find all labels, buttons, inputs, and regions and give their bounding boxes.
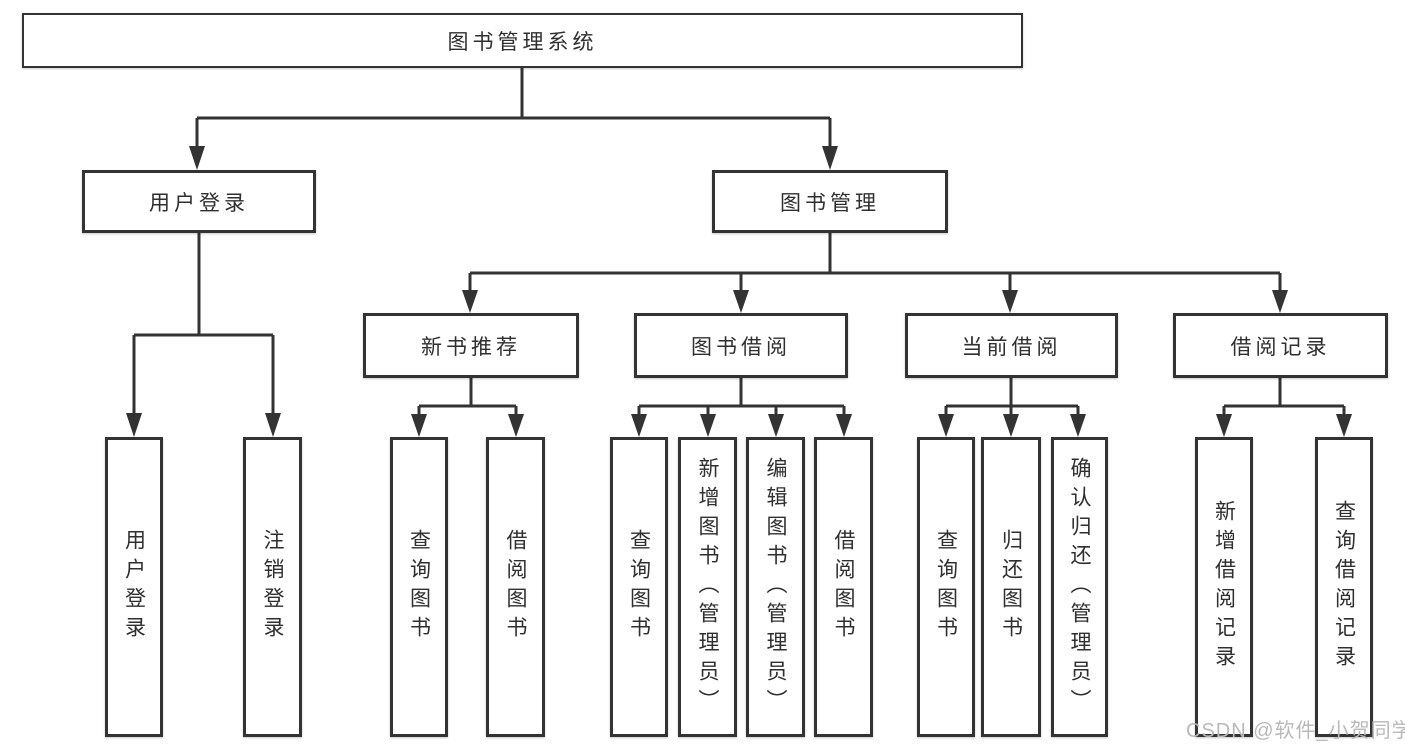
leaf-records-add: 新增借阅记录 [1195,437,1253,737]
leaf-user-login: 用户登录 [105,437,163,737]
node-current-borrow: 当前借阅 [905,313,1118,378]
node-borrow-records: 借阅记录 [1173,313,1388,378]
leaf-current-return: 归还图书 [981,437,1041,737]
node-root: 图书管理系统 [22,13,1023,68]
leaf-bookborrow-edit: 编辑图书（管理员） [746,437,805,737]
leaf-logout: 注销登录 [243,437,302,737]
node-book-mgmt: 图书管理 [712,170,948,233]
csdn-watermark: CSDN @软件_小贺同学 [1186,720,1405,742]
leaf-current-confirm: 确认归还（管理员） [1051,437,1108,737]
leaf-bookborrow-query: 查询图书 [610,437,668,737]
node-book-borrow: 图书借阅 [634,313,848,378]
leaf-bookborrow-add: 新增图书（管理员） [678,437,737,737]
leaf-newbook-query: 查询图书 [390,437,448,737]
leaf-records-query: 查询借阅记录 [1315,437,1373,737]
leaf-bookborrow-borrow: 借阅图书 [814,437,873,737]
node-new-book-rec: 新书推荐 [363,313,579,378]
node-user-login: 用户登录 [82,170,316,233]
leaf-newbook-borrow: 借阅图书 [486,437,545,737]
leaf-current-query: 查询图书 [917,437,975,737]
